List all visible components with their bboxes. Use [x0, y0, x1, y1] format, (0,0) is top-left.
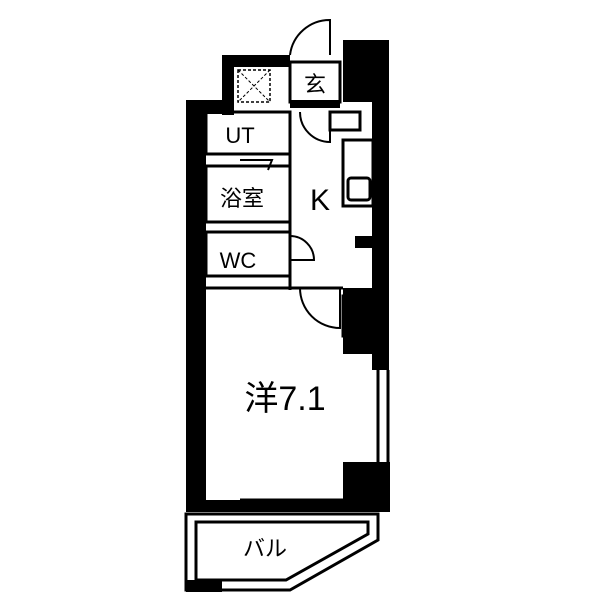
wall-upper-left-post	[222, 55, 234, 115]
entrance-label: 玄	[304, 72, 326, 97]
entrance-box	[288, 60, 342, 104]
door-swings	[240, 18, 341, 330]
wall-left	[186, 100, 206, 510]
walls	[186, 40, 390, 592]
kitchen-label: K	[310, 184, 330, 217]
wall-bottom	[186, 500, 390, 512]
western-room-label: 洋7.1	[244, 380, 325, 418]
toilet-label: WC	[220, 248, 257, 273]
wall-kitchen-column	[343, 288, 379, 354]
wall-kitchen-stub	[355, 236, 379, 248]
kitchen-counter	[341, 138, 375, 208]
closet	[341, 294, 358, 338]
balcony-label: バル	[243, 536, 287, 561]
kitchen-sink	[346, 176, 372, 202]
wall-right-column	[372, 40, 389, 370]
utility-label: UT	[225, 123, 254, 148]
washer-space	[237, 69, 271, 103]
wall-entrance-stub	[290, 100, 340, 108]
wall-entrance-top	[222, 55, 290, 67]
bathroom-label: 浴室	[220, 186, 264, 211]
balcony-outline	[184, 512, 380, 592]
